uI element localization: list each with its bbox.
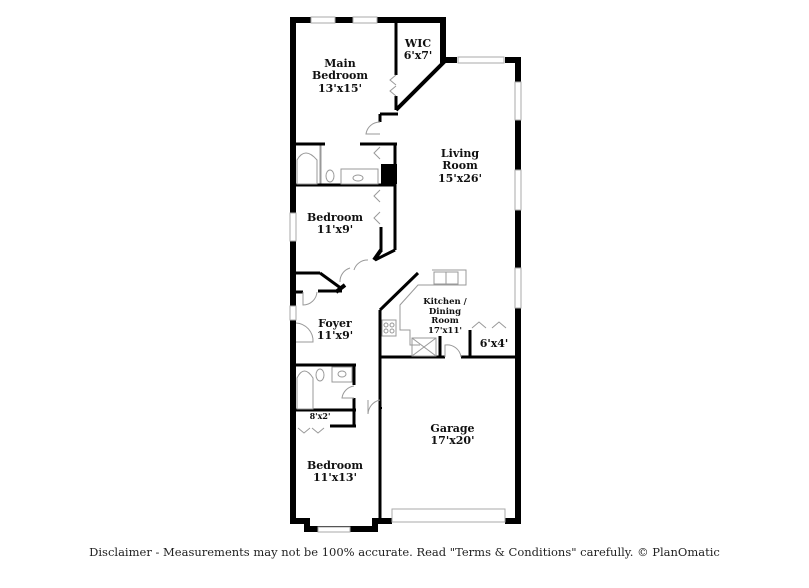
room-label-storage: 6'x4': [479, 337, 509, 350]
black-column: [381, 164, 397, 184]
room-label-bedroom-3: Bedroom 11'x13': [306, 459, 364, 485]
room-label-main-bedroom: Main Bedroom 13'x15': [311, 57, 369, 95]
disclaimer-text: Disclaimer - Measurements may not be 100…: [89, 545, 720, 559]
room-label-bedroom-2: Bedroom 11'x9': [306, 211, 364, 237]
door-swings: [295, 74, 507, 434]
room-label-closet: 8'x2': [309, 411, 331, 421]
room-label-garage: Garage 17'x20': [430, 422, 475, 448]
fixtures: [296, 145, 467, 410]
interior-walls: [293, 20, 521, 524]
room-label-wic: WIC 6'x7': [403, 37, 433, 63]
room-label-living-room: Living Room 15'x26': [438, 147, 482, 185]
room-label-kitchen-dining: Kitchen / Dining Room 17'x11': [423, 297, 467, 336]
windows: [289, 16, 522, 533]
room-label-foyer: Foyer 11'x9': [316, 317, 354, 343]
